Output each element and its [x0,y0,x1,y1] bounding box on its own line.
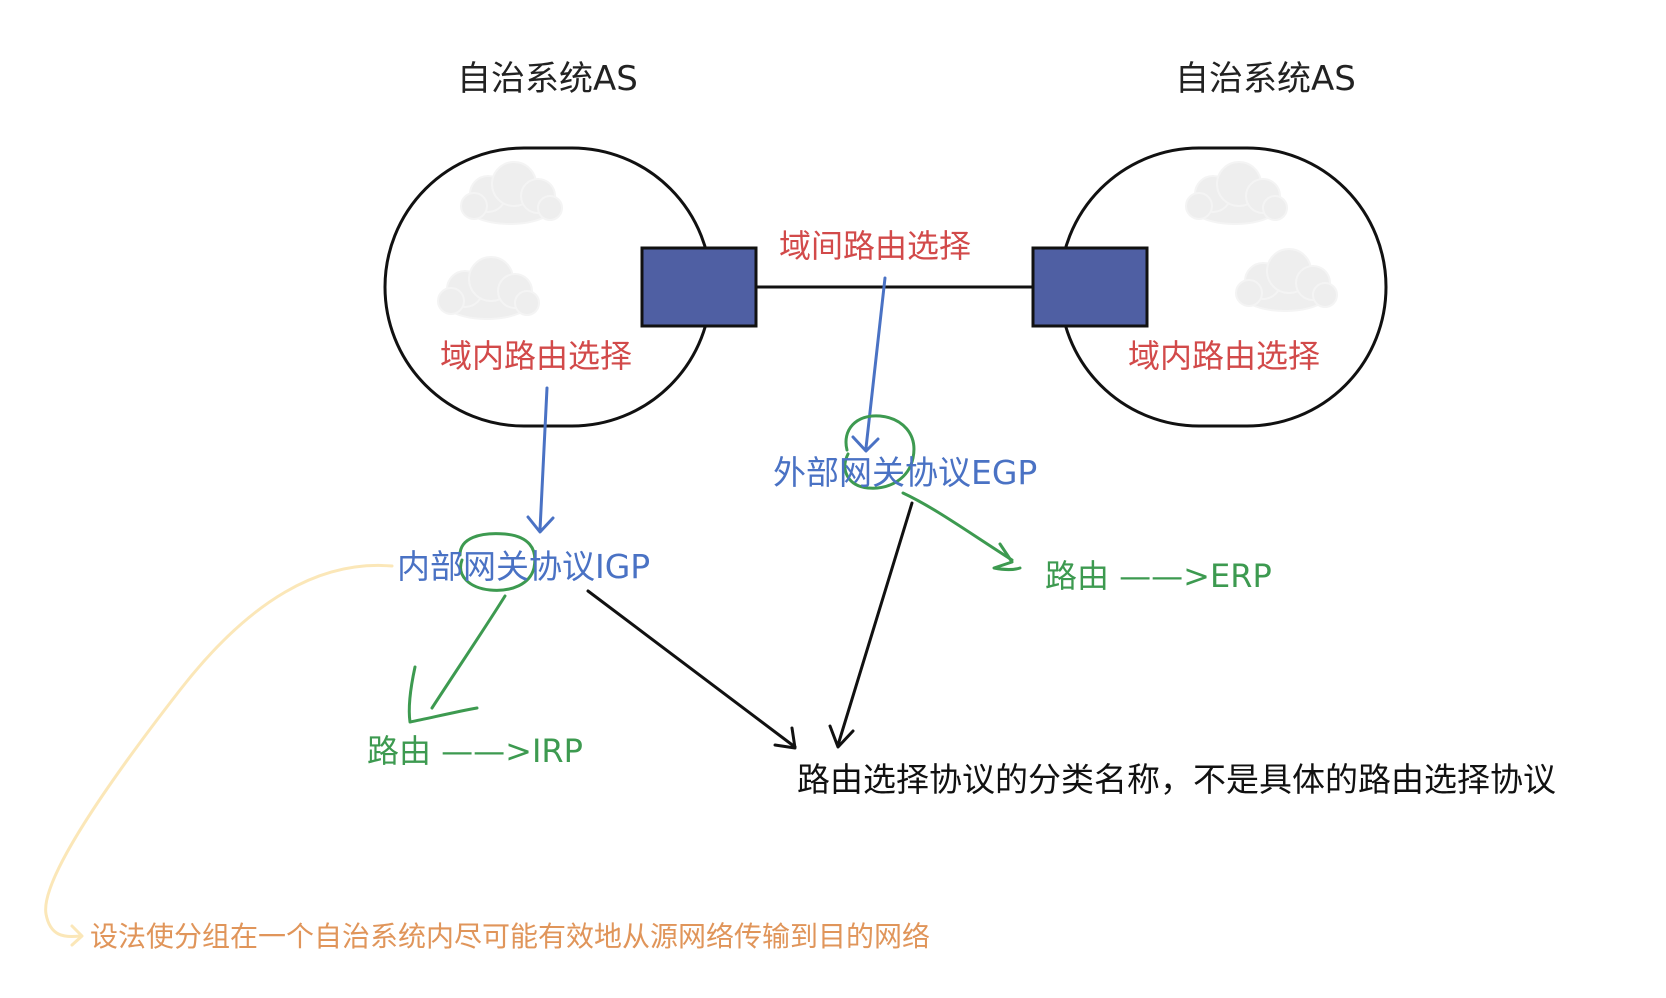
green-circle-egp [843,414,916,490]
left-as-title: 自治系统AS [457,59,638,99]
green-circle-igp [458,532,537,592]
erp-label: 路由 ——>ERP [1045,557,1272,595]
inter-domain-routing-label: 域间路由选择 [779,227,972,265]
right-router [1031,246,1149,328]
right-intra-domain-routing-label: 域内路由选择 [1128,337,1321,375]
igp-goal-note: 设法使分组在一个自治系统内尽可能有效地从源网络传输到目的网络 [90,920,931,953]
irp-label: 路由 ——>IRP [367,732,583,770]
egp-label: 外部网关协议EGP [773,453,1038,492]
left-intra-domain-routing-label: 域内路由选择 [440,337,633,375]
right-as-title: 自治系统AS [1175,59,1356,99]
green-arrow-to-irp [407,594,507,724]
protocol-category-note: 路由选择协议的分类名称，不是具体的路由选择协议 [797,760,1556,799]
blue-arrow-to-igp [526,386,555,534]
black-arrow-from-igp [586,589,797,750]
green-arrow-to-erp [901,491,1022,571]
blue-arrow-to-egp [851,276,887,453]
black-arrow-from-egp [828,501,914,749]
left-router [640,246,758,328]
igp-label: 内部网关协议IGP [397,547,651,586]
pale-arrow-to-note [44,563,394,947]
